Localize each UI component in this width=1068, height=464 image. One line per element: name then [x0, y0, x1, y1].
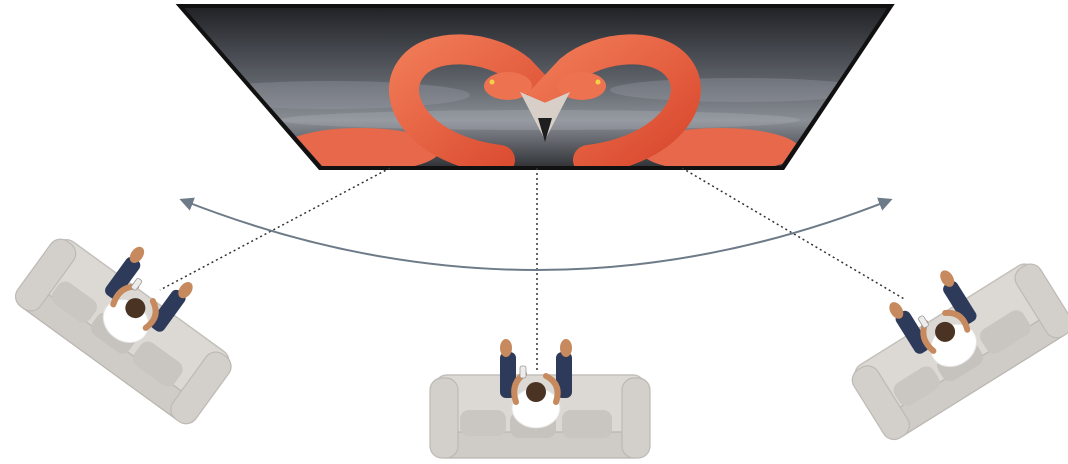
- tv-screen-image: [180, 6, 892, 172]
- viewing-angle-arc-icon: [182, 200, 890, 270]
- viewer-center-icon: [430, 339, 650, 458]
- sightline-right: [682, 168, 906, 300]
- viewer-left-icon: [11, 203, 259, 429]
- viewer-right-icon: [827, 226, 1068, 443]
- sightline-left: [160, 168, 390, 290]
- tv-icon: [180, 6, 892, 172]
